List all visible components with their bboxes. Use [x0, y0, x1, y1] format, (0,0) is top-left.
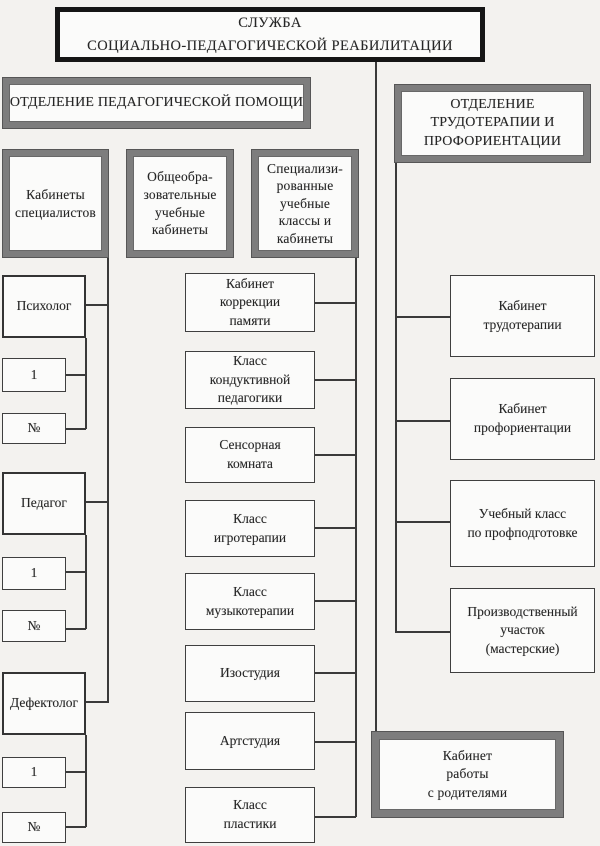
- section-specialists-box: Кабинеты специалистов: [3, 150, 108, 257]
- connector-line: [85, 338, 87, 429]
- node-label: Кабинет коррекции памяти: [219, 275, 281, 328]
- node-label: Класс музыкотерапии: [205, 583, 295, 618]
- node-defectologist: Дефектолог: [2, 672, 86, 735]
- connector-line: [314, 741, 356, 743]
- connector-line: [85, 304, 108, 306]
- connector-line: [395, 420, 451, 422]
- node-room-play-therapy: Класс игротерапии: [185, 500, 315, 557]
- node-psychologist: Психолог: [2, 275, 86, 338]
- node-psychologist-number: №: [2, 413, 66, 444]
- node-label: Педагог: [21, 495, 67, 511]
- node-label: Кабинет трудотерапии: [483, 298, 562, 332]
- node-teacher: Педагог: [2, 472, 86, 535]
- connector-line-labor-spine: [395, 160, 397, 632]
- node-room-vocational-class: Учебный класс по профподготовке: [450, 480, 595, 567]
- dept-pedagogical-box: ОТДЕЛЕНИЕ ПЕДАГОГИЧЕСКОЙ ПОМОЩИ: [3, 78, 310, 128]
- connector-line: [65, 771, 86, 773]
- node-label: Психолог: [16, 298, 72, 314]
- connector-line: [314, 379, 356, 381]
- node-label: №: [27, 420, 41, 436]
- node-room-music-therapy: Класс музыкотерапии: [185, 573, 315, 630]
- dept-labor-label: ОТДЕЛЕНИЕ ТРУДОТЕРАПИИ И ПРОФОРИЕНТАЦИИ: [423, 97, 562, 149]
- node-label: Дефектолог: [10, 695, 78, 711]
- node-label: Учебный класс по профподготовке: [467, 505, 578, 540]
- node-room-sensory: Сенсорная комната: [185, 427, 315, 483]
- node-room-plastics-class: Класс пластики: [185, 787, 315, 843]
- node-label: Производственный участок (мастерские): [467, 603, 578, 656]
- node-label: Сенсорная комната: [219, 437, 281, 471]
- connector-line: [314, 454, 356, 456]
- connector-line: [85, 501, 108, 503]
- node-label: Кабинет работы с родителями: [427, 747, 508, 800]
- connector-line: [65, 571, 86, 573]
- node-label: №: [27, 617, 41, 633]
- root-box-label: СЛУЖБА СОЦИАЛЬНО-ПЕДАГОГИЧЕСКОЙ РЕАБИЛИТ…: [87, 15, 453, 54]
- section-general-education-label: Общеобра- зовательные учебные кабинеты: [143, 169, 217, 238]
- connector-line: [314, 600, 356, 602]
- node-room-memory-correction: Кабинет коррекции памяти: [185, 273, 315, 332]
- root-box-service: СЛУЖБА СОЦИАЛЬНО-ПЕДАГОГИЧЕСКОЙ РЕАБИЛИТ…: [55, 7, 485, 62]
- node-defectologist-number: №: [2, 812, 66, 843]
- node-room-production-site: Производственный участок (мастерские): [450, 588, 595, 673]
- section-general-education-box: Общеобра- зовательные учебные кабинеты: [127, 150, 233, 257]
- node-label: Класс пластики: [223, 797, 277, 831]
- node-defectologist-count: 1: [2, 757, 66, 788]
- connector-line: [314, 527, 356, 529]
- node-room-career-guidance: Кабинет профориентации: [450, 378, 595, 460]
- node-label: Класс кондуктивной педагогики: [209, 353, 291, 406]
- connector-line-center: [375, 62, 377, 732]
- node-label: 1: [30, 764, 38, 780]
- connector-line: [85, 701, 108, 703]
- connector-line: [395, 316, 451, 318]
- node-label: №: [27, 819, 41, 835]
- section-specialists-label: Кабинеты специалистов: [15, 186, 96, 220]
- connector-line: [85, 735, 87, 827]
- node-label: Артстудия: [219, 732, 281, 748]
- connector-line-specialists-spine: [107, 257, 109, 703]
- node-room-parents-work: Кабинет работы с родителями: [372, 732, 563, 817]
- section-specialized-box: Специализи- рованные учебные классы и ка…: [252, 150, 358, 257]
- node-label: 1: [30, 565, 38, 581]
- connector-line: [65, 826, 86, 828]
- node-label: 1: [30, 366, 38, 382]
- node-psychologist-count: 1: [2, 358, 66, 392]
- node-label: Класс игротерапии: [213, 510, 287, 545]
- node-teacher-number: №: [2, 610, 66, 642]
- connector-line: [395, 631, 451, 633]
- connector-line-specialized-spine: [355, 257, 357, 817]
- node-room-art-studio: Артстудия: [185, 712, 315, 770]
- connector-line: [65, 628, 86, 630]
- connector-line: [65, 428, 86, 430]
- connector-line: [395, 521, 451, 523]
- node-room-labor-therapy: Кабинет трудотерапии: [450, 275, 595, 357]
- connector-line: [314, 672, 356, 674]
- node-label: Кабинет профориентации: [473, 401, 572, 435]
- dept-labor-box: ОТДЕЛЕНИЕ ТРУДОТЕРАПИИ И ПРОФОРИЕНТАЦИИ: [395, 85, 590, 162]
- connector-line: [314, 816, 356, 818]
- node-room-conductive-pedagogy: Класс кондуктивной педагогики: [185, 351, 315, 409]
- node-teacher-count: 1: [2, 557, 66, 590]
- section-specialized-label: Специализи- рованные учебные классы и ка…: [267, 160, 343, 246]
- dept-pedagogical-label: ОТДЕЛЕНИЕ ПЕДАГОГИЧЕСКОЙ ПОМОЩИ: [9, 94, 304, 110]
- connector-line: [314, 302, 356, 304]
- connector-line: [85, 535, 87, 629]
- node-label: Изостудия: [219, 665, 280, 681]
- connector-line: [65, 374, 86, 376]
- node-room-art-studio-izo: Изостудия: [185, 645, 315, 702]
